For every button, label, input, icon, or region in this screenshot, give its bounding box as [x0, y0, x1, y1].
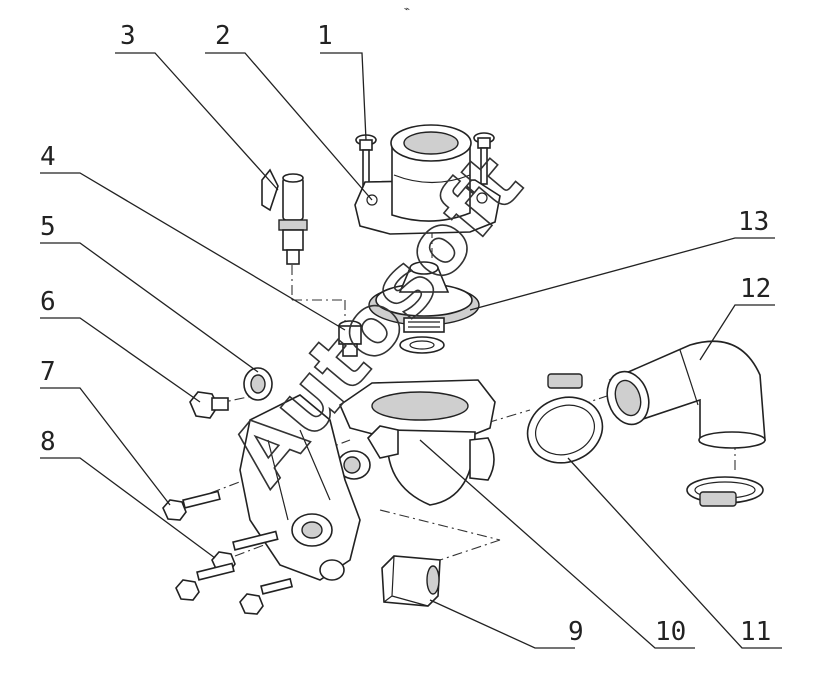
bolt-part-8c [239, 577, 294, 615]
header-mark: ⌁ [404, 4, 410, 15]
temperature-sensor [261, 168, 308, 265]
callout-labels: 1 2 3 4 5 6 7 8 9 10 11 12 13 [40, 21, 771, 647]
hose-clamp-small [686, 476, 764, 507]
callout-3: 3 [120, 21, 136, 51]
callout-8: 8 [40, 427, 56, 457]
hose-clamp-large [526, 373, 604, 464]
drain-plug [189, 391, 229, 419]
callout-5: 5 [40, 212, 56, 242]
coolant-hose-elbow [606, 340, 766, 449]
callout-6: 6 [40, 287, 56, 317]
leader-lines [40, 52, 782, 649]
callout-11: 11 [740, 617, 771, 647]
callout-13: 13 [738, 207, 769, 237]
bolt-part-1b [473, 132, 495, 185]
bolt-part-8b [175, 562, 235, 601]
callout-4: 4 [40, 142, 56, 172]
callout-12: 12 [740, 274, 771, 304]
plug-part-4 [338, 320, 362, 357]
sealing-washer [243, 367, 273, 401]
rubber-block [381, 555, 441, 607]
thermostat-valve [368, 261, 480, 354]
thermostat-housing-outlet [354, 124, 501, 235]
callout-10: 10 [655, 617, 686, 647]
callout-1: 1 [317, 21, 333, 51]
bolt-part-7 [162, 490, 221, 521]
callout-2: 2 [215, 21, 231, 51]
thermostat-housing-body [239, 379, 496, 581]
callout-9: 9 [568, 617, 584, 647]
callout-7: 7 [40, 357, 56, 387]
